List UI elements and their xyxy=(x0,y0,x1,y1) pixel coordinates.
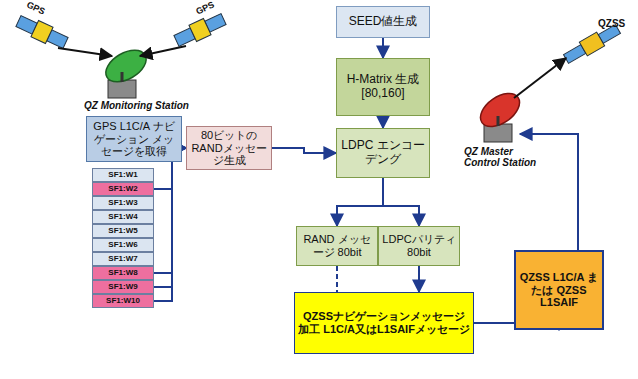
node-text: QZSS L1C/A または QZSS L1SAIF xyxy=(519,271,599,309)
station-label: QZ Master Control Station xyxy=(464,146,544,168)
node-text: 80ビットの RANDメッセージ生成 xyxy=(190,129,268,167)
to-master-arrow xyxy=(520,134,578,250)
data-box: RAND メッセージ 80bit xyxy=(296,226,378,266)
node-text: LDPCパリティ 80bit xyxy=(382,233,456,258)
output-box: QZSS L1C/A または QZSS L1SAIF xyxy=(514,250,604,330)
seed-box: SEED値生成 xyxy=(336,6,430,38)
table-row: SF1:W1 xyxy=(92,168,154,182)
node-text: LDPC エンコーデング xyxy=(340,139,426,167)
connector xyxy=(337,178,383,226)
table-row: SF1:W4 xyxy=(92,210,154,224)
connector xyxy=(382,116,384,128)
table-row: SF1:W5 xyxy=(92,224,154,238)
node-text: QZSSナビゲーションメッセージ 加工 L1C/A又はL1SAIFメッセージ xyxy=(298,310,470,335)
source-box: GPS L1C/A ナビゲーション メッセージを取得 xyxy=(86,116,182,162)
table-row: SF1:W6 xyxy=(92,238,154,252)
node-text: GPS L1C/A ナビゲーション メッセージを取得 xyxy=(90,120,178,158)
process-box: QZSSナビゲーションメッセージ 加工 L1C/A又はL1SAIFメッセージ xyxy=(294,292,474,354)
station-label: QZ Monitoring Station xyxy=(84,100,204,111)
node-text: RAND メッセージ 80bit xyxy=(300,233,374,258)
process-box: H-Matrix 生成 [80,160] xyxy=(336,58,430,116)
connector xyxy=(154,148,186,287)
node-text: SF1:W10 xyxy=(106,296,140,306)
connector xyxy=(382,38,384,58)
connector xyxy=(154,148,186,301)
process-box: LDPC エンコーデング xyxy=(336,128,430,178)
monitoring-antenna xyxy=(100,44,151,98)
connector xyxy=(154,148,186,273)
node-text: SF1:W7 xyxy=(108,254,137,264)
data-box: LDPCパリティ 80bit xyxy=(378,226,460,266)
node-text: SF1:W1 xyxy=(108,170,137,180)
node-text: SF1:W4 xyxy=(108,212,137,222)
downlink-arrow xyxy=(58,48,112,56)
table-row: SF1:W3 xyxy=(92,196,154,210)
table-row: SF1:W10 xyxy=(92,294,154,308)
process-box: 80ビットの RANDメッセージ生成 xyxy=(186,126,272,170)
satellite-label: QZSS xyxy=(598,18,625,29)
node-text: SF1:W9 xyxy=(108,282,137,292)
satellite-label: GPS xyxy=(25,0,46,17)
table-row: SF1:W8 xyxy=(92,266,154,280)
node-text: SF1:W6 xyxy=(108,240,137,250)
uplink-arrow xyxy=(514,58,566,98)
connector xyxy=(418,266,420,292)
node-text: SF1:W5 xyxy=(108,226,137,236)
table-row: SF1:W9 xyxy=(92,280,154,294)
connector xyxy=(272,148,336,153)
node-text: SF1:W2 xyxy=(108,184,137,194)
satellite-label: GPS xyxy=(195,0,216,17)
node-text: SEED値生成 xyxy=(349,15,418,29)
node-text: SF1:W3 xyxy=(108,198,137,208)
table-row: SF1:W7 xyxy=(92,252,154,266)
connector xyxy=(336,266,338,292)
connector xyxy=(383,178,419,226)
gps-satellite xyxy=(15,13,70,51)
table-row: SF1:W2 xyxy=(92,182,154,196)
node-text: SF1:W8 xyxy=(108,268,137,278)
downlink-arrow xyxy=(140,46,186,56)
node-text: H-Matrix 生成 [80,160] xyxy=(340,73,426,101)
